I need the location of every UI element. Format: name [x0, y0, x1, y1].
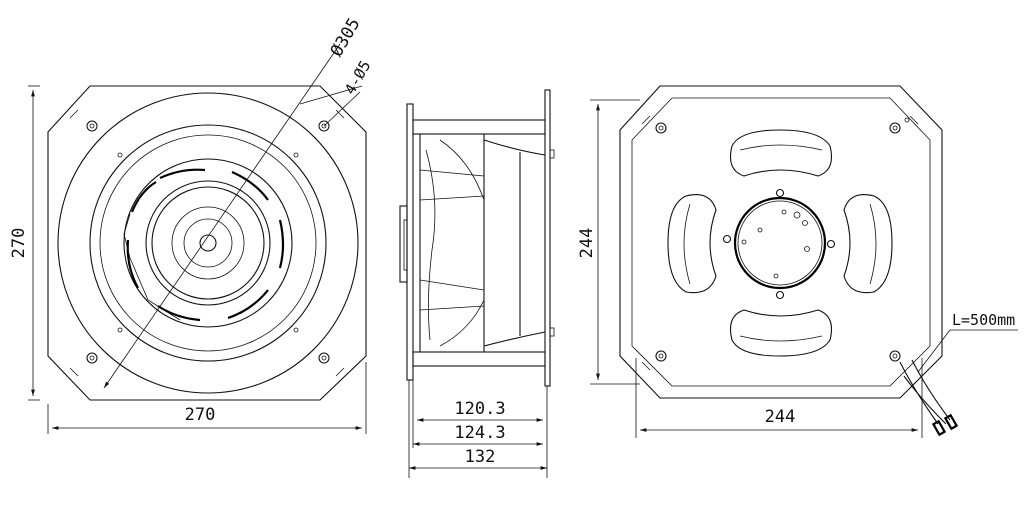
side-front-flange	[406, 103, 414, 381]
front-diameter-label: Ø305	[327, 15, 365, 60]
side-bottom-strut	[412, 351, 546, 367]
rear-cable	[899, 359, 959, 437]
front-impeller-blades	[123, 168, 285, 322]
front-mounting-holes	[86, 120, 330, 364]
side-depth2-label: 124.3	[454, 423, 505, 443]
side-rear-flange	[544, 89, 551, 387]
front-hub-center	[199, 234, 217, 252]
side-view: 120.3 124.3 132	[399, 89, 555, 478]
front-outer-ring	[57, 92, 359, 394]
rear-hub-inner	[737, 200, 823, 286]
front-ring-2	[89, 124, 327, 362]
rear-hub-holes	[722, 188, 836, 300]
front-holes-label: 4-Ø5	[341, 57, 375, 97]
rear-hub-outer	[733, 196, 827, 290]
side-depth3-label: 132	[465, 447, 496, 467]
front-hub-2	[151, 186, 265, 300]
side-depth1-label: 120.3	[454, 399, 505, 419]
rear-frame-inner	[631, 97, 931, 387]
rear-height-label: 244	[577, 228, 597, 259]
rear-cable-label: L=500mm	[952, 311, 1015, 329]
rear-kidney-slots	[667, 129, 893, 357]
rear-width-label: 244	[765, 407, 796, 427]
rear-cable-leader	[917, 329, 951, 373]
front-corner-accents	[69, 109, 345, 377]
front-width-label: 270	[185, 405, 216, 425]
front-ring-3	[99, 134, 317, 352]
side-blades	[419, 139, 485, 347]
rear-mounting-holes	[655, 122, 901, 362]
front-hub-3	[171, 206, 245, 280]
rear-corner-accents	[641, 115, 919, 371]
side-top-strut	[412, 119, 546, 135]
front-height-label: 270	[9, 228, 29, 259]
front-holes-leader	[323, 91, 361, 127]
front-view: 270 270 Ø305 4-Ø5	[9, 15, 374, 434]
front-hub-4	[183, 218, 233, 268]
rear-view: L=500mm 244 244	[577, 85, 1018, 438]
side-impeller-body	[419, 134, 546, 352]
side-motor-stub	[399, 205, 408, 283]
front-diameter-leader	[103, 43, 341, 389]
rear-frame-outline	[619, 85, 943, 399]
front-ring-4	[123, 158, 293, 328]
front-hub-1	[145, 180, 271, 306]
front-frame-outline	[47, 85, 367, 401]
